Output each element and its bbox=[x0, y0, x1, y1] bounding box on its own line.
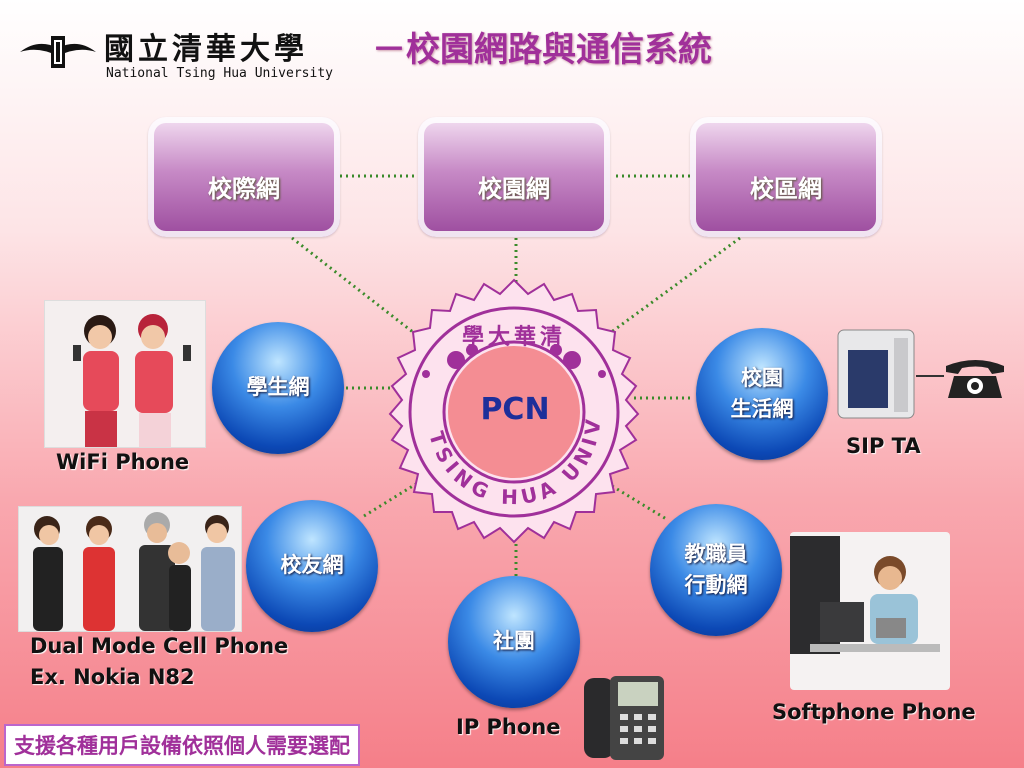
sip-ta-caption: SIP TA bbox=[846, 434, 921, 458]
campus-network-box: 校園網 bbox=[418, 117, 610, 237]
campus-life-network-orb: 校園 生活網 bbox=[696, 328, 828, 460]
softphone-photo bbox=[790, 532, 950, 690]
student-network-orb: 學生網 bbox=[212, 322, 344, 454]
sip-ta-device bbox=[837, 329, 915, 419]
seal-top-text: 學大華清 bbox=[462, 324, 566, 350]
footer-note: 支援各種用戶設備依照個人需要選配 bbox=[4, 724, 360, 766]
university-name-english: National Tsing Hua University bbox=[106, 66, 333, 81]
alumni-network-orb: 校友網 bbox=[246, 500, 378, 632]
wifi-phone-photo bbox=[44, 300, 206, 448]
telephone-icon bbox=[916, 360, 1004, 398]
ip-phone-caption: IP Phone bbox=[456, 715, 561, 739]
dual-mode-caption: Dual Mode Cell Phone bbox=[30, 634, 289, 658]
university-name-chinese: 國立清華大學 bbox=[104, 32, 308, 67]
page-title: －校園網路與通信系統 bbox=[372, 30, 712, 70]
university-emblem-logo bbox=[20, 36, 96, 68]
university-seal: TSING HUA UNIVERSITY 學大華清 bbox=[388, 278, 640, 544]
wifi-phone-caption: WiFi Phone bbox=[56, 450, 190, 474]
club-network-orb: 社團 bbox=[448, 576, 580, 708]
district-network-box: 校區網 bbox=[690, 117, 882, 237]
staff-mobile-network-orb: 教職員 行動網 bbox=[650, 504, 782, 636]
inter-campus-network-box: 校際網 bbox=[148, 117, 340, 237]
dual-mode-phone-photo bbox=[18, 506, 242, 632]
ip-phone-device bbox=[584, 676, 664, 760]
pcn-label: PCN bbox=[480, 392, 550, 427]
softphone-caption: Softphone Phone bbox=[772, 700, 976, 724]
nokia-caption: Ex. Nokia N82 bbox=[30, 665, 195, 689]
